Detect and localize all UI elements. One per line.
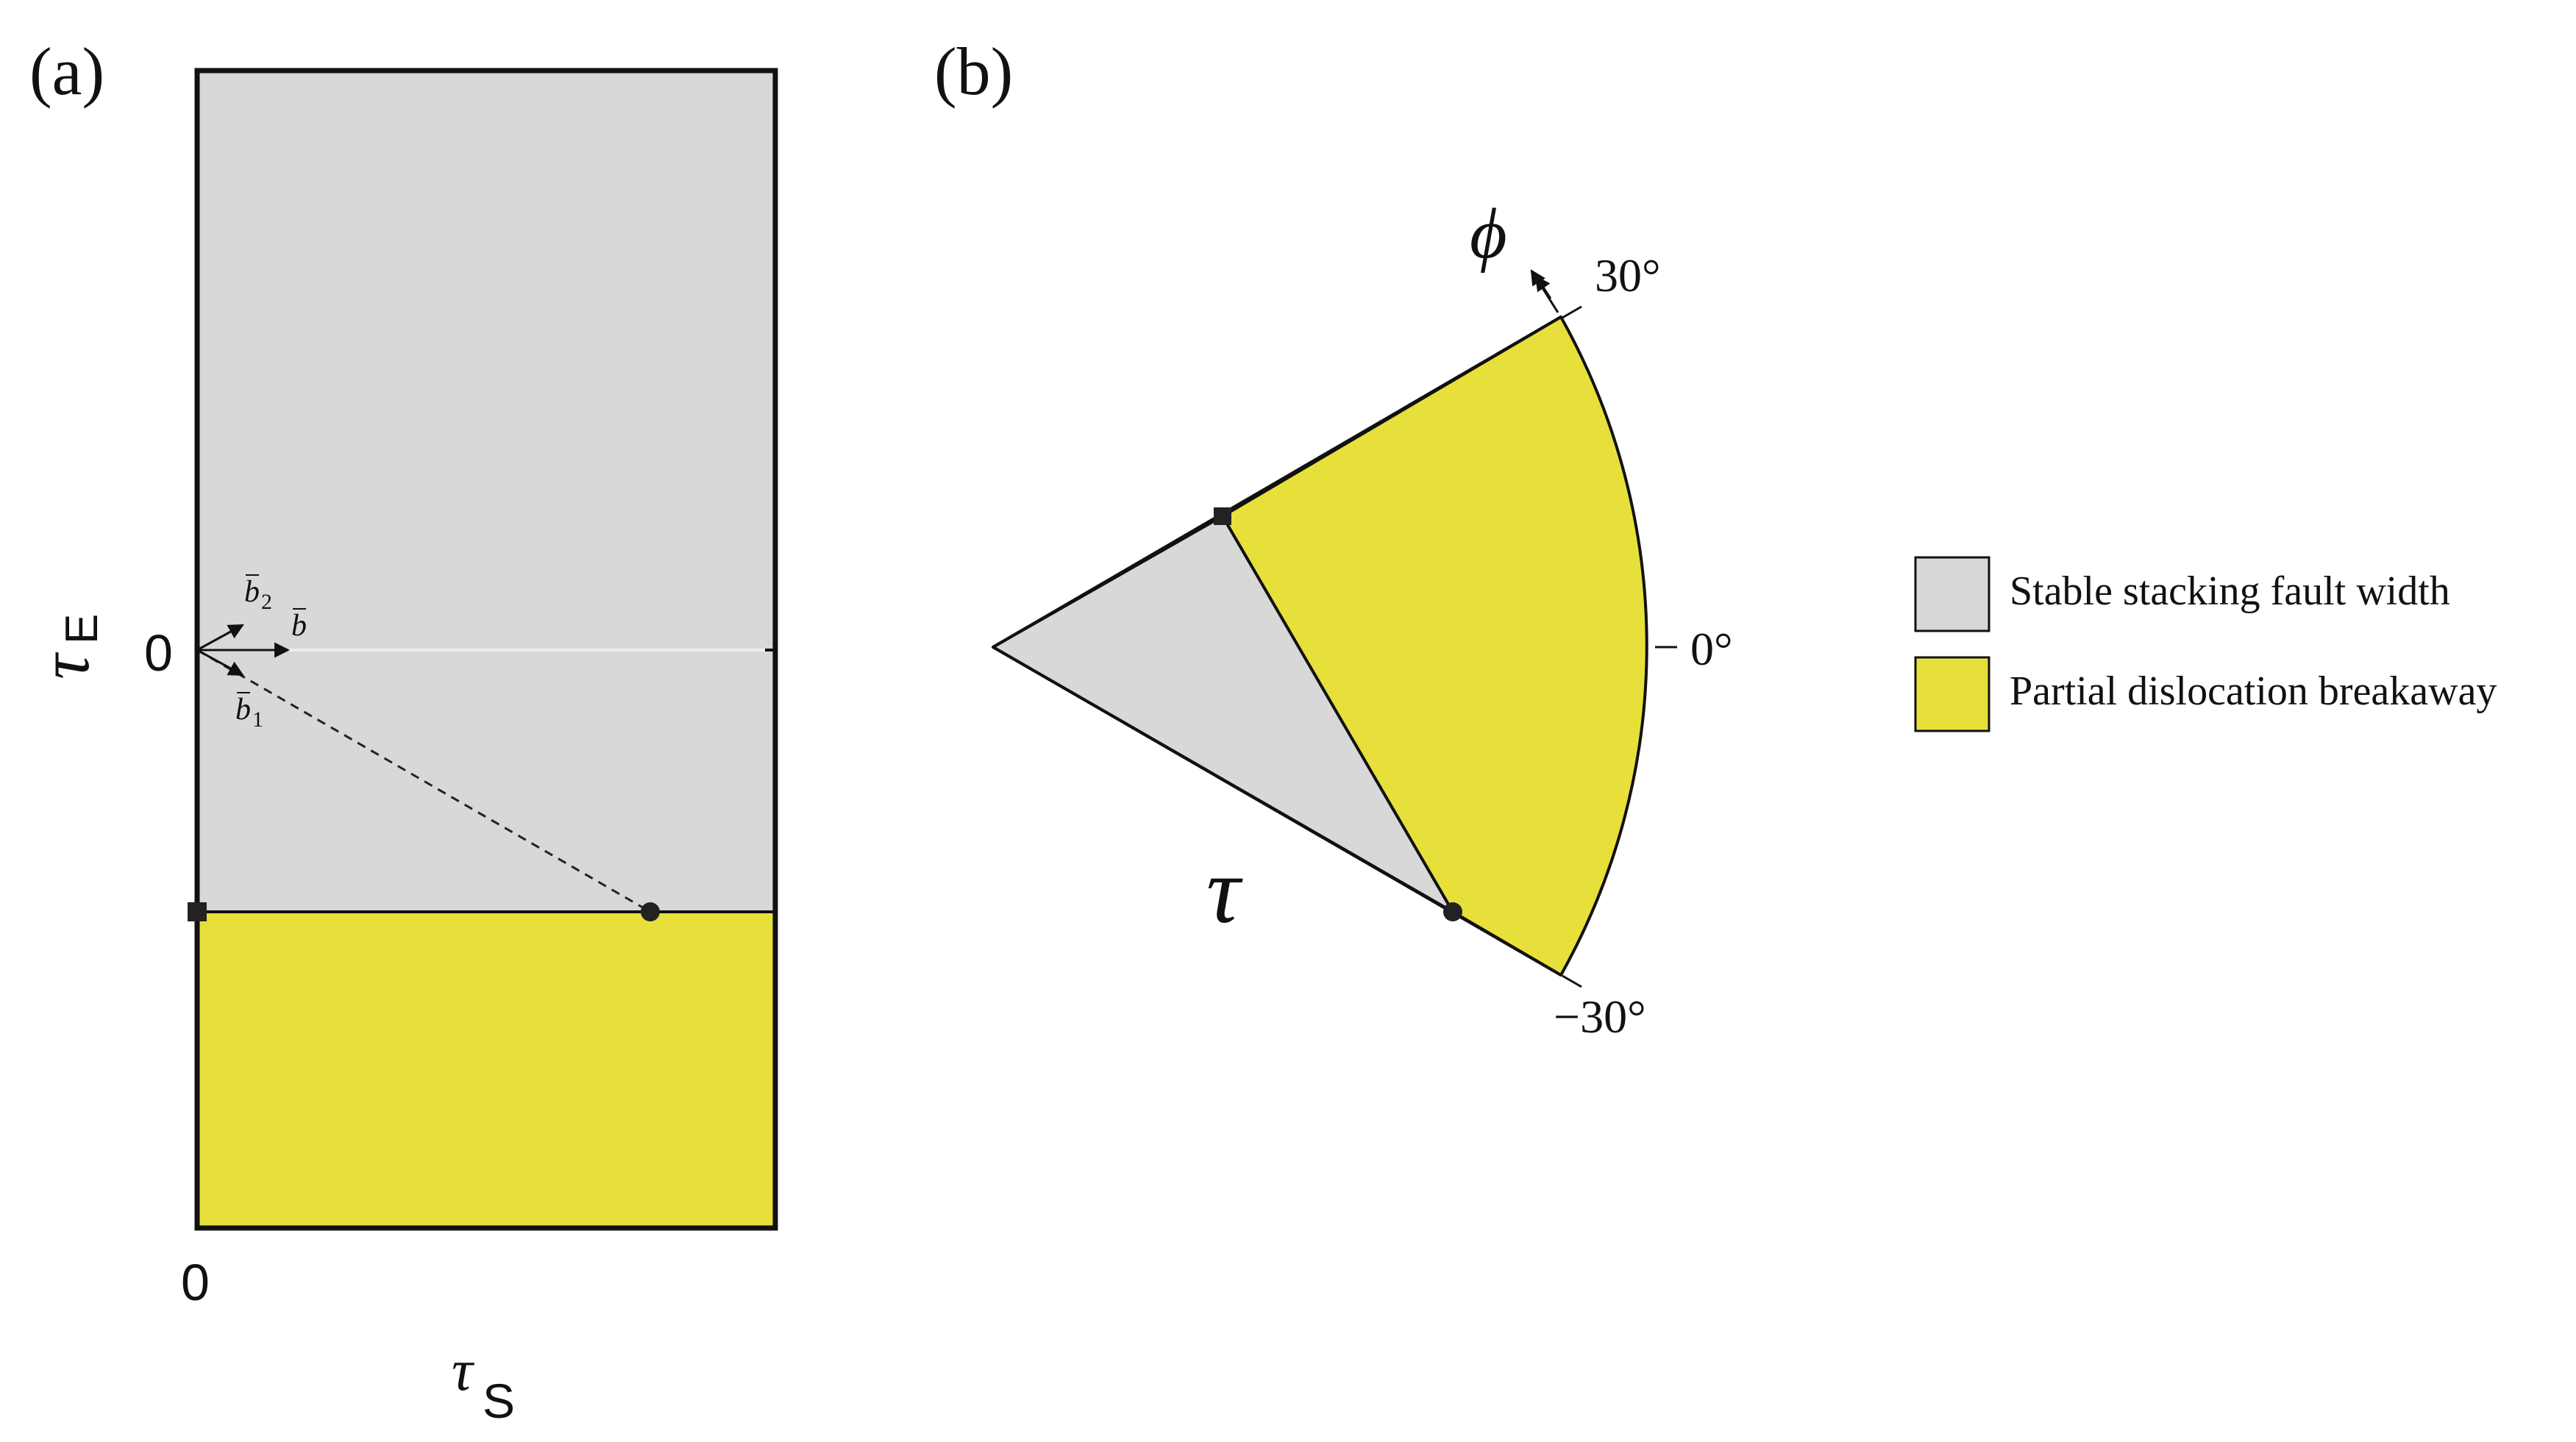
circle-marker-a xyxy=(641,902,660,921)
vector-b2-label: b 2 xyxy=(244,574,272,614)
sector-edge-top xyxy=(992,315,1562,649)
y-axis-label: τ E xyxy=(25,614,107,679)
phi-label: ϕ xyxy=(1470,194,1507,274)
breakaway-region-b xyxy=(1221,315,1648,977)
svg-text:1: 1 xyxy=(252,707,263,732)
tick-label-0: 0° xyxy=(1690,623,1733,675)
phi-arrow-line xyxy=(1530,269,1559,313)
panel-b-label: (b) xyxy=(934,34,1013,109)
panel-b: (b) ϕ 30° 0° −30° τ xyxy=(934,34,1733,1043)
svg-text:2: 2 xyxy=(261,590,272,614)
y-zero-label: 0 xyxy=(144,624,173,682)
x-axis-label: τ S xyxy=(452,1338,515,1428)
svg-text:τ: τ xyxy=(25,652,104,679)
legend-label-stable: Stable stacking fault width xyxy=(2010,568,2450,614)
tick-30 xyxy=(1562,305,1582,319)
square-marker-b xyxy=(1214,507,1231,525)
svg-text:b: b xyxy=(291,609,307,643)
x-zero-label: 0 xyxy=(181,1254,210,1311)
sector-edge-bottom xyxy=(992,646,1562,977)
tick-minus-30 xyxy=(1562,974,1582,988)
legend-item-breakaway: Partial dislocation breakaway xyxy=(1914,656,2497,732)
legend-label-breakaway: Partial dislocation breakaway xyxy=(2010,668,2497,714)
vector-b1-label: b 1 xyxy=(235,692,263,732)
vector-b1-arrow xyxy=(196,649,244,677)
legend-swatch-stable xyxy=(1914,556,1990,632)
breakaway-region-a xyxy=(197,912,775,1228)
legend: Stable stacking fault width Partial disl… xyxy=(1914,556,2497,732)
svg-text:τ: τ xyxy=(452,1338,475,1403)
dashed-trajectory xyxy=(196,649,651,913)
tick-label-30: 30° xyxy=(1595,249,1661,301)
square-marker-a xyxy=(188,902,207,921)
tick-label-minus-30: −30° xyxy=(1554,991,1646,1043)
svg-text:b: b xyxy=(235,693,251,727)
stable-region-a xyxy=(197,71,775,912)
circle-marker-b xyxy=(1443,902,1462,921)
tau-label-b: τ xyxy=(1206,838,1243,943)
svg-text:E: E xyxy=(57,614,107,644)
svg-text:b: b xyxy=(244,575,260,609)
svg-text:S: S xyxy=(483,1374,515,1428)
vector-b2-arrow xyxy=(196,624,244,652)
legend-swatch-breakaway xyxy=(1914,656,1990,732)
panel-a-label: (a) xyxy=(29,34,104,109)
vector-b-label: b xyxy=(291,608,307,643)
legend-item-stable: Stable stacking fault width xyxy=(1914,556,2450,632)
panel-a: (a) b 2 b b 1 xyxy=(25,34,778,1428)
